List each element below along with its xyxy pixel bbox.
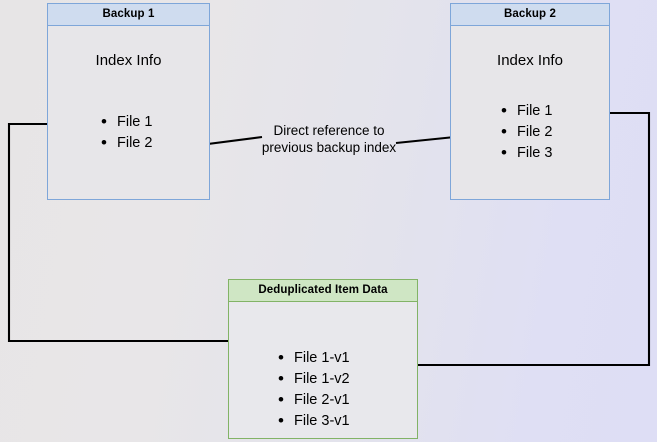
node-backup-1-header: Backup 1 bbox=[48, 4, 209, 26]
node-backup-1-body: Index Info File 1 File 2 bbox=[48, 26, 209, 199]
node-backup-2-file-list: File 1 File 2 File 3 bbox=[500, 100, 552, 164]
list-item: File 1-v2 bbox=[277, 368, 350, 390]
node-backup-2-body: Index Info File 1 File 2 File 3 bbox=[451, 26, 609, 199]
list-item: File 1-v1 bbox=[277, 347, 350, 369]
list-item: File 1 bbox=[500, 100, 552, 122]
list-item: File 2 bbox=[100, 132, 152, 154]
node-backup-2-title: Index Info bbox=[497, 52, 563, 69]
node-backup-2-header: Backup 2 bbox=[451, 4, 609, 26]
node-deduplicated-item-data[interactable]: Deduplicated Item Data File 1-v1 File 1-… bbox=[228, 279, 418, 439]
edge-label-direct-reference: Direct reference to previous backup inde… bbox=[249, 122, 409, 156]
node-deduplicated-item-data-header: Deduplicated Item Data bbox=[229, 280, 417, 302]
node-backup-1-title: Index Info bbox=[95, 52, 162, 69]
list-item: File 3-v1 bbox=[277, 410, 350, 432]
node-backup-1[interactable]: Backup 1 Index Info File 1 File 2 bbox=[47, 3, 210, 200]
node-backup-1-file-list: File 1 File 2 bbox=[100, 111, 152, 154]
list-item: File 2-v1 bbox=[277, 389, 350, 411]
node-deduplicated-item-data-file-list: File 1-v1 File 1-v2 File 2-v1 File 3-v1 bbox=[277, 347, 350, 432]
node-deduplicated-item-data-body: File 1-v1 File 1-v2 File 2-v1 File 3-v1 bbox=[229, 302, 417, 438]
list-item: File 1 bbox=[100, 111, 152, 133]
node-backup-2[interactable]: Backup 2 Index Info File 1 File 2 File 3 bbox=[450, 3, 610, 200]
list-item: File 3 bbox=[500, 142, 552, 164]
edge-label-line-1: Direct reference to bbox=[273, 123, 385, 138]
list-item: File 2 bbox=[500, 121, 552, 143]
edge-label-line-2: previous backup index bbox=[261, 140, 397, 155]
